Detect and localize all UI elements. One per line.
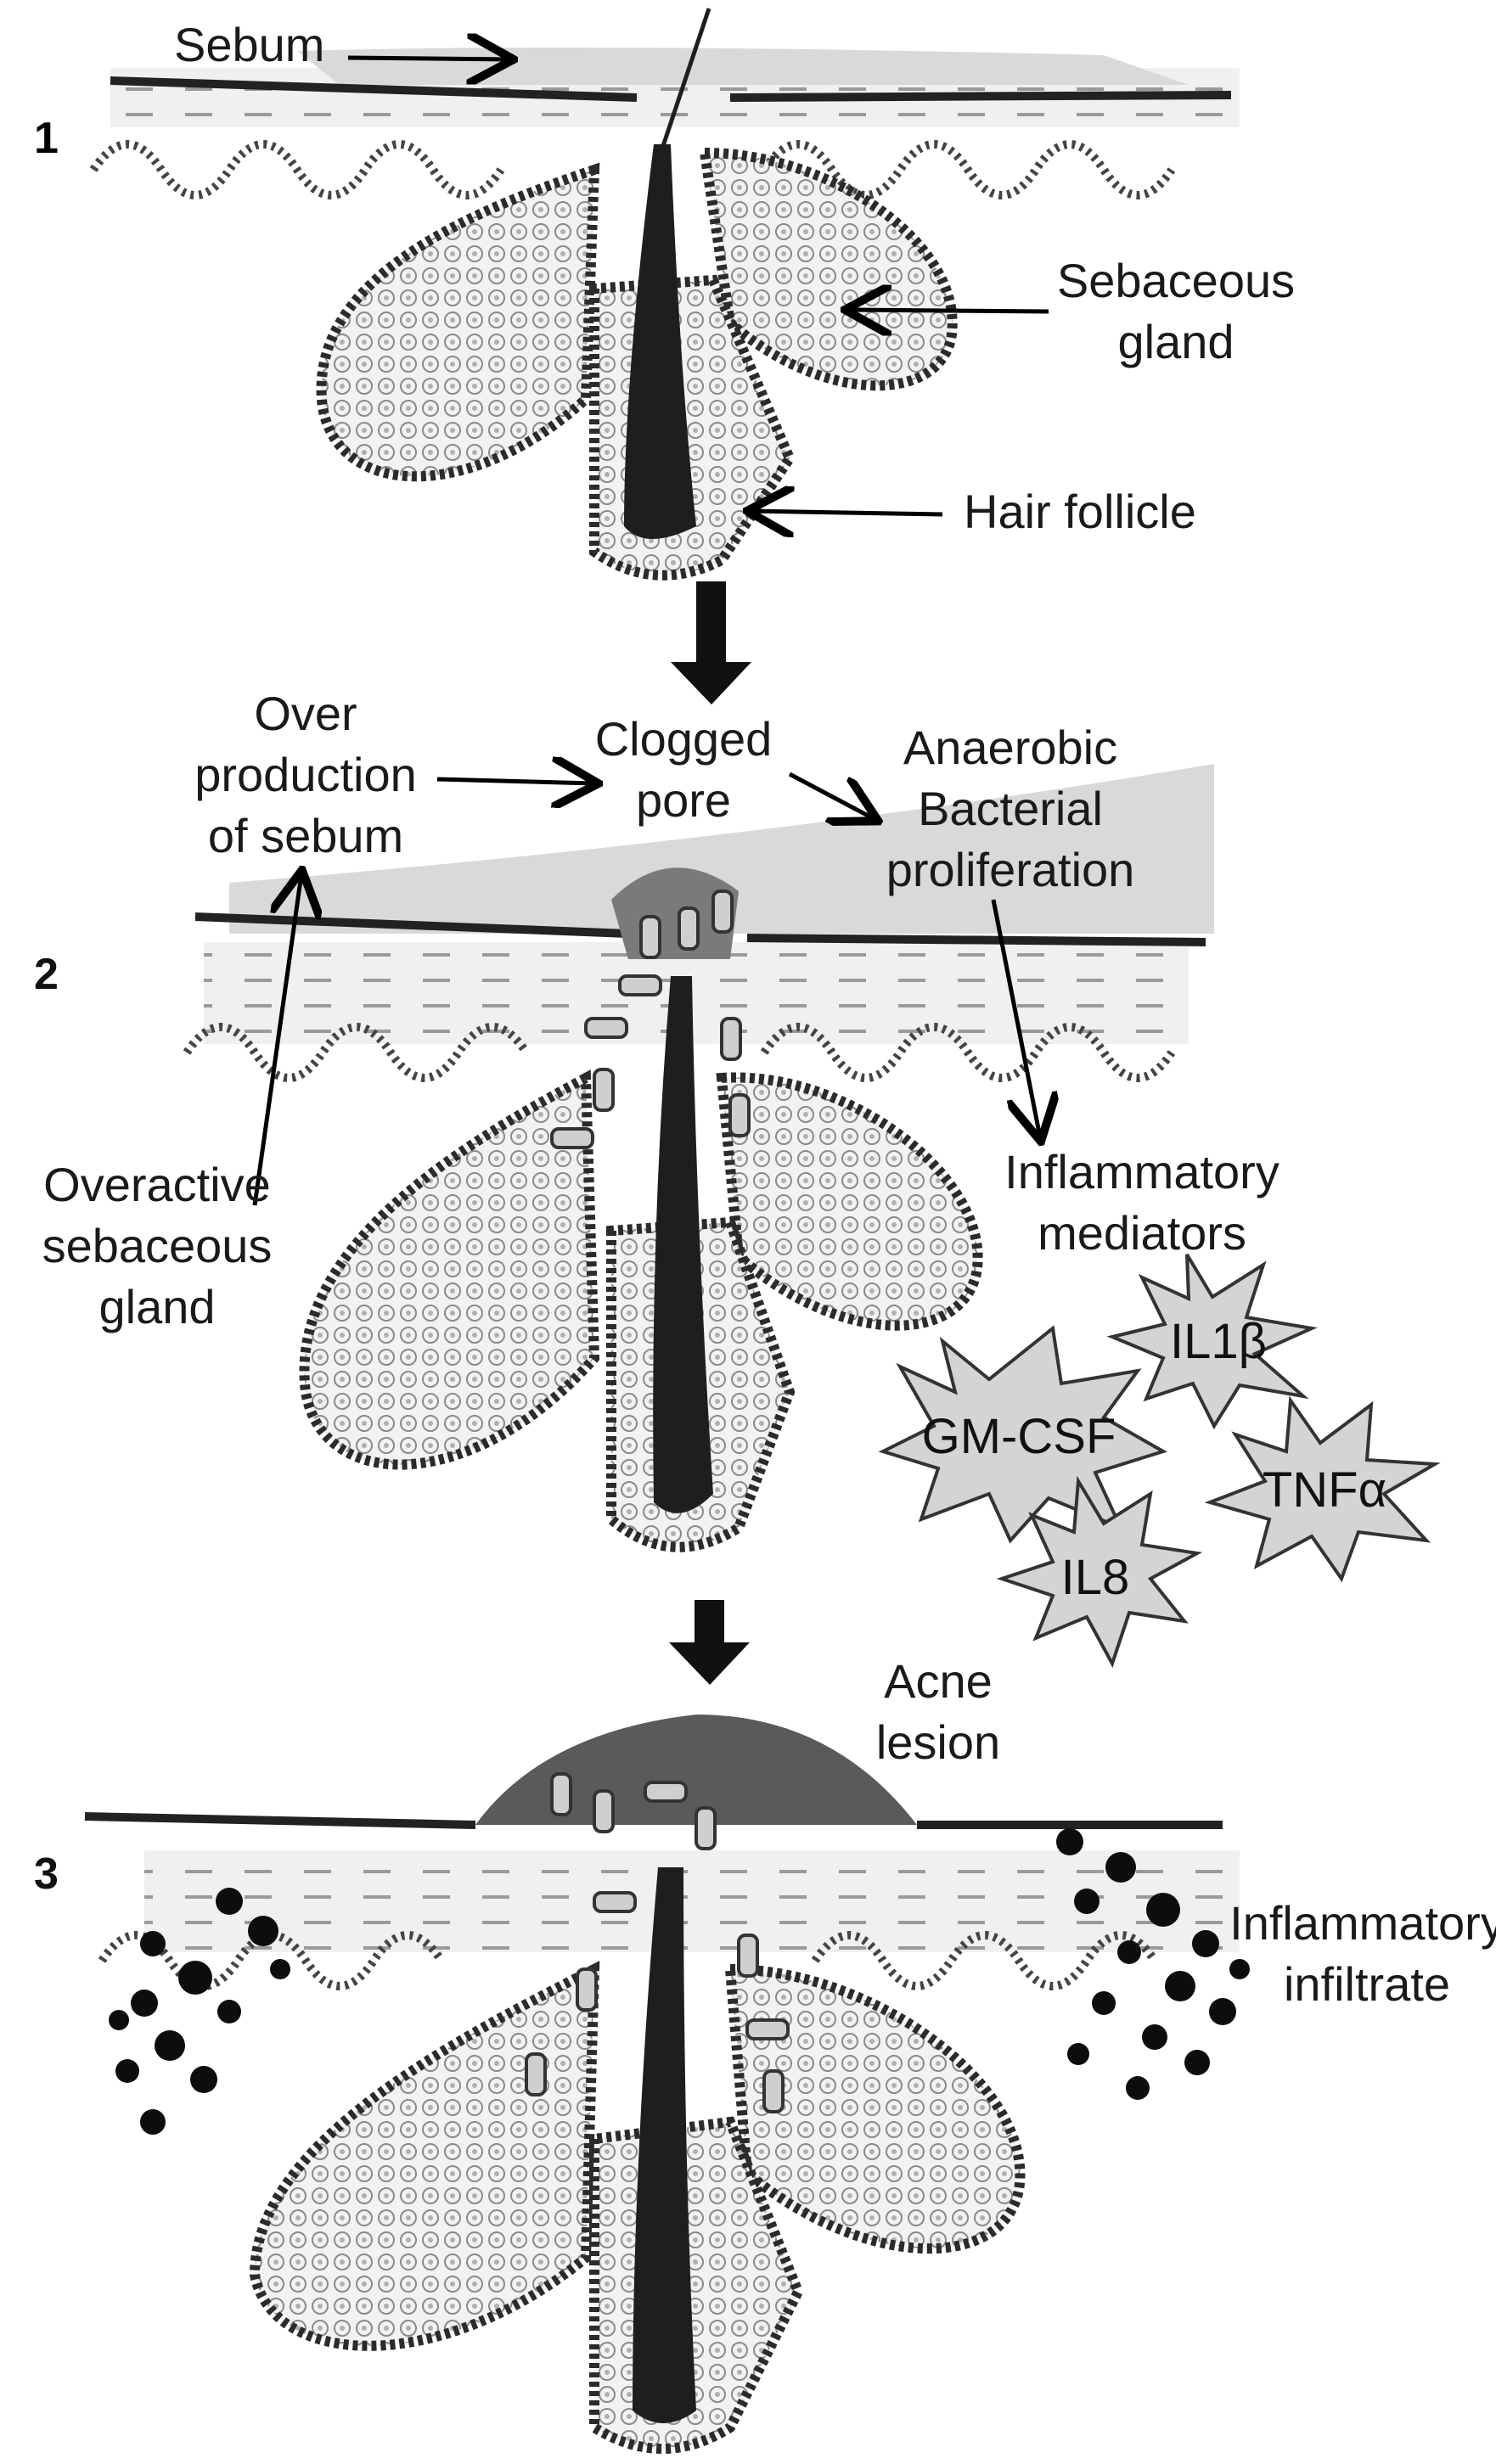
epidermal-ridge <box>760 140 1176 199</box>
arrow-clogged-pore <box>788 772 875 819</box>
cytokine-burst-tnfa <box>1204 1395 1441 1583</box>
skin-surface-line <box>729 91 1232 102</box>
skin-surface-line <box>746 934 1206 946</box>
epidermal-ridge <box>760 1023 1176 1082</box>
arrow-sebaceous-gland <box>849 310 1049 312</box>
hair-shaft <box>633 1867 696 2423</box>
bacteria-cluster <box>550 890 751 1149</box>
arrow-hair-follicle <box>751 511 943 514</box>
epidermal-ridge <box>89 140 505 199</box>
cytokine-label-tnfa: TNFα <box>1263 1462 1386 1518</box>
cytokine-label-il8: IL8 <box>1061 1550 1130 1605</box>
stage-3-illustration <box>84 1715 1250 2454</box>
stage-2-illustration <box>183 764 1214 1552</box>
skin-surface-line <box>84 1812 476 1829</box>
label-anaerobic-line2: Bacterial <box>918 782 1103 835</box>
label-sebum: Sebum <box>174 18 324 71</box>
inflammatory-infiltrate-left <box>109 1888 290 2135</box>
label-over-production-line1: Over <box>254 687 357 740</box>
sebum-layer <box>297 48 1189 85</box>
label-clogged-pore-line1: Clogged <box>595 712 773 766</box>
skin-surface-line <box>194 912 629 938</box>
label-over-production-line3: of sebum <box>208 809 403 862</box>
label-overactive-line3: gland <box>98 1280 215 1333</box>
label-acne-lesion-line2: lesion <box>876 1715 1000 1769</box>
inflammatory-infiltrate-right <box>1056 1828 1250 2100</box>
cytokine-label-il1b: IL1β <box>1170 1314 1267 1369</box>
arrow-over-production <box>436 779 594 783</box>
arrow-overactive-gland <box>252 874 301 1206</box>
cytokine-burst-gmcsf <box>878 1325 1167 1544</box>
cytokine-burst-il1b <box>1106 1253 1318 1430</box>
label-hair-follicle: Hair follicle <box>964 485 1196 538</box>
skin-dermis-band <box>144 1850 1240 1952</box>
hair-shaft <box>624 144 696 539</box>
label-clogged-pore-line2: pore <box>636 773 731 827</box>
sebaceous-gland-left <box>249 1961 600 2351</box>
sebaceous-gland-right <box>716 1072 983 1331</box>
stage-transition-arrow-1 <box>671 581 751 704</box>
label-anaerobic-line1: Anaerobic <box>903 721 1117 774</box>
label-inflammatory-mediators-line2: mediators <box>1038 1206 1246 1260</box>
label-inflammatory-mediators-line1: Inflammatory <box>1004 1145 1279 1198</box>
label-inflammatory-infiltrate-line1: Inflammatory <box>1229 1896 1496 1950</box>
label-overactive-line1: Overactive <box>43 1158 271 1211</box>
sebaceous-gland-left <box>299 1069 600 1470</box>
cytokine-label-gmcsf: GM-CSF <box>922 1409 1116 1464</box>
hair-shaft <box>653 976 713 1513</box>
label-inflammatory-infiltrate-line2: infiltrate <box>1284 1957 1450 2011</box>
stage-number: 2 <box>34 950 59 999</box>
stage-number: 3 <box>34 1849 59 1899</box>
hair-tip <box>660 8 711 149</box>
arrow-anaerobic <box>991 899 1040 1137</box>
label-overactive-line2: sebaceous <box>42 1219 273 1272</box>
sebaceous-gland-right <box>724 1963 1026 2254</box>
arrow-sebum <box>347 58 509 59</box>
stage-number: 1 <box>34 114 59 163</box>
bacteria-cluster <box>525 1772 790 2113</box>
label-acne-lesion-line1: Acne <box>884 1654 993 1708</box>
sebaceous-gland-left <box>316 162 600 482</box>
stage-transition-arrow-2 <box>669 1600 750 1685</box>
cytokine-burst-il8 <box>996 1475 1203 1668</box>
excess-sebum-layer <box>229 764 1214 934</box>
label-over-production-line2: production <box>194 748 417 801</box>
acne-lesion-bump <box>475 1715 917 1825</box>
label-sebaceous-gland-line1: Sebaceous <box>1057 254 1295 307</box>
skin-surface-line <box>110 76 638 102</box>
label-anaerobic-line3: proliferation <box>886 843 1135 896</box>
label-sebaceous-gland-line2: gland <box>1117 315 1234 368</box>
